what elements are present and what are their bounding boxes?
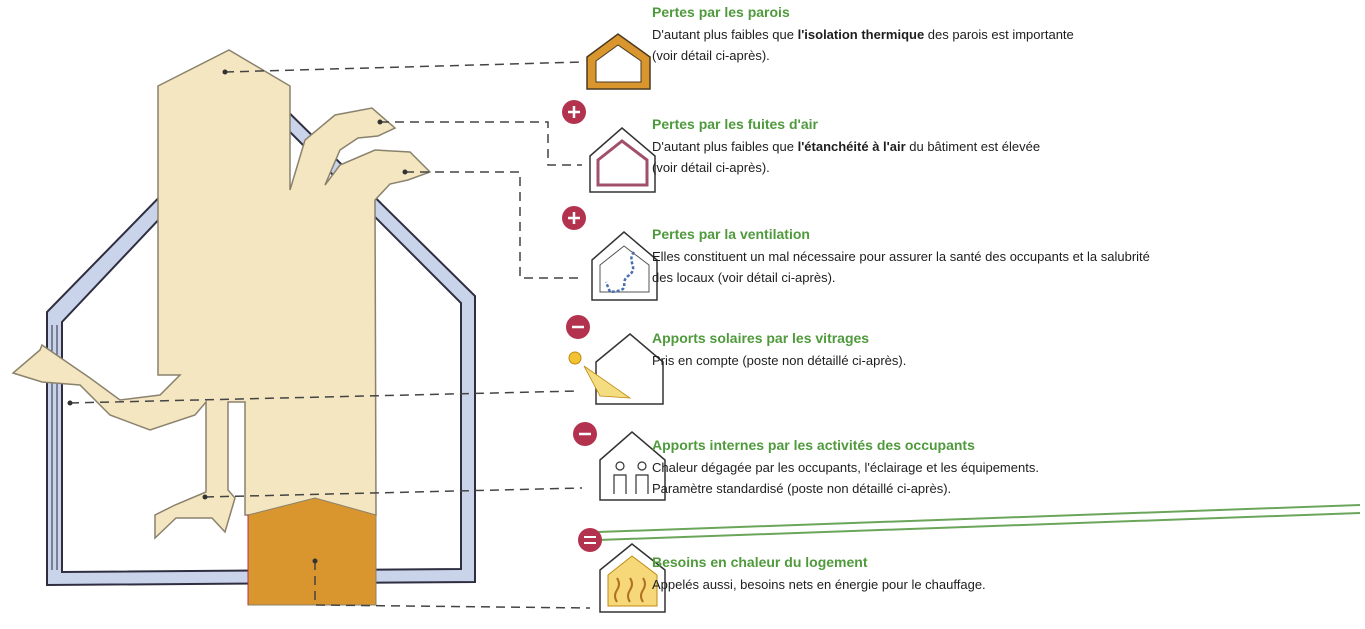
leader-air (380, 121, 582, 166)
dot (222, 69, 228, 75)
dot (312, 558, 318, 564)
dot (67, 400, 73, 406)
item-heating: Besoins en chaleur du logement Appelés a… (652, 553, 1352, 595)
leader-solar (69, 390, 579, 404)
equals-sign (578, 528, 602, 552)
desc-text: Pris en compte (poste non détaillé ci-ap… (652, 353, 907, 368)
item-desc: Chaleur dégagée par les occupants, l'écl… (652, 457, 1332, 499)
equals-rule (597, 504, 1361, 533)
house-ventilation-icon (591, 231, 658, 301)
leader-walls (224, 61, 583, 73)
desc-text: D'autant plus faibles que (652, 139, 798, 154)
item-title: Pertes par les parois (652, 4, 790, 20)
plus-sign (562, 206, 586, 230)
minus-sign (573, 422, 597, 446)
dot (377, 119, 383, 125)
house-heating-icon (599, 543, 666, 613)
item-desc: D'autant plus faibles que l'étanchéité à… (652, 136, 1332, 178)
item-air-leaks: Pertes par les fuites d'air D'autant plu… (652, 115, 1352, 178)
desc-text: Appelés aussi, besoins nets en énergie p… (652, 577, 986, 592)
heat-flow-trunk (11, 49, 432, 540)
desc-line2: (voir détail ci-après). (652, 48, 770, 63)
item-solar: Apports solaires par les vitrages Pris e… (652, 329, 1352, 371)
item-desc: Pris en compte (poste non détaillé ci-ap… (652, 350, 1332, 371)
desc-line2: des locaux (voir détail ci-après). (652, 270, 836, 285)
item-desc: Appelés aussi, besoins nets en énergie p… (652, 574, 1332, 595)
item-ventilation: Pertes par la ventilation Elles constitu… (652, 225, 1352, 288)
item-walls: Pertes par les parois D'autant plus faib… (652, 3, 1352, 66)
house-outline-icon (586, 33, 651, 90)
equals-rule (597, 512, 1361, 541)
item-desc: Elles constituent un mal nécessaire pour… (652, 246, 1332, 288)
leader-vent (405, 171, 582, 279)
desc-line2: (voir détail ci-après). (652, 160, 770, 175)
plus-sign (562, 100, 586, 124)
house-solar-icon (568, 333, 664, 405)
item-title: Pertes par les fuites d'air (652, 116, 818, 132)
item-desc: D'autant plus faibles que l'isolation th… (652, 24, 1332, 66)
item-title: Apports solaires par les vitrages (652, 330, 870, 346)
desc-line2: Paramètre standardisé (poste non détaill… (652, 481, 952, 496)
leader-lines (69, 61, 591, 609)
desc-text: Elles constituent un mal nécessaire pour… (652, 249, 1150, 264)
operator-signs (562, 100, 602, 552)
item-internal: Apports internes par les activités des o… (652, 436, 1352, 499)
desc-bold: l'isolation thermique (797, 27, 925, 42)
item-title: Apports internes par les activités des o… (652, 437, 975, 453)
item-title: Pertes par la ventilation (652, 226, 810, 242)
desc-bold: l'étanchéité à l'air (797, 139, 906, 154)
leader-internal (204, 487, 583, 498)
leader-heating (314, 561, 591, 609)
house-airtight-icon (589, 127, 656, 193)
leader-dots (67, 69, 408, 564)
desc-text: Chaleur dégagée par les occupants, l'écl… (652, 460, 1039, 475)
dot (202, 494, 208, 500)
item-title: Besoins en chaleur du logement (652, 554, 868, 570)
house-occupants-icon (599, 431, 666, 501)
heat-demand-shape (247, 497, 377, 606)
desc-text: D'autant plus faibles que (652, 27, 798, 42)
dot (402, 169, 408, 175)
desc-text: des parois est importante (924, 27, 1074, 42)
minus-sign (566, 315, 590, 339)
desc-text: du bâtiment est élevée (905, 139, 1041, 154)
